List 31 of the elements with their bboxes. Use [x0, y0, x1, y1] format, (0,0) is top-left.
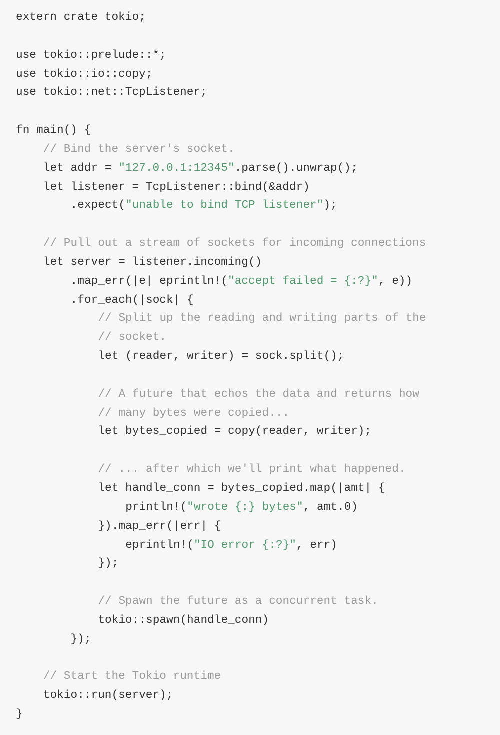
- code-line: let bytes_copied = copy(reader, writer);: [98, 425, 372, 440]
- code-line: use tokio::io::copy;: [16, 68, 153, 83]
- code-comment: // Start the Tokio runtime: [43, 670, 222, 686]
- code-line: let addr = "127.0.0.1:12345".parse().unwrap();: [43, 162, 358, 177]
- code-line: use tokio::prelude::*;: [16, 48, 166, 64]
- code-line: .expect("unable to bind TCP listener");: [70, 199, 338, 214]
- code-line: let handle_conn = bytes_copied.map(|amt| {: [98, 482, 386, 497]
- code-line: }).map_err(|err| {: [98, 520, 222, 535]
- code-line: });: [98, 557, 119, 572]
- code-line: });: [70, 632, 92, 648]
- code-line: tokio::spawn(handle_conn): [98, 614, 270, 629]
- code-line: let (reader, writer) = sock.split();: [98, 350, 344, 366]
- code-line: .for_each(|sock| {: [70, 294, 194, 309]
- code-comment: // ... after which we'll print what happened.: [98, 463, 406, 478]
- code-comment: // many bytes were copied...: [98, 406, 290, 422]
- code-comment: // Spawn the future as a concurrent task.: [98, 595, 378, 610]
- code-comment: // socket.: [98, 331, 167, 346]
- code-line: fn main() {: [16, 124, 92, 140]
- code-line: println!("wrote {:} bytes", amt.0): [126, 500, 358, 516]
- code-line: use tokio::net::TcpListener;: [16, 86, 208, 102]
- code-line: .map_err(|e| eprintln!("accept failed = {:?}", e)): [70, 274, 413, 290]
- code-comment: // Split up the reading and writing parts of the: [98, 312, 426, 328]
- code-line: }: [16, 708, 23, 724]
- code-comment: // Pull out a stream of sockets for incoming connections: [43, 237, 426, 252]
- code-line: let listener = TcpListener::bind(&addr): [43, 180, 310, 196]
- code-line: let server = listener.incoming(): [43, 256, 262, 271]
- code-comment: // A future that echos the data and returns how: [98, 388, 420, 403]
- code-line: extern crate tokio;: [16, 11, 146, 26]
- code-comment: // Bind the server's socket.: [43, 142, 235, 158]
- code-line: eprintln!("IO error {:?}", err): [126, 538, 338, 554]
- code-line: tokio::run(server);: [43, 689, 174, 704]
